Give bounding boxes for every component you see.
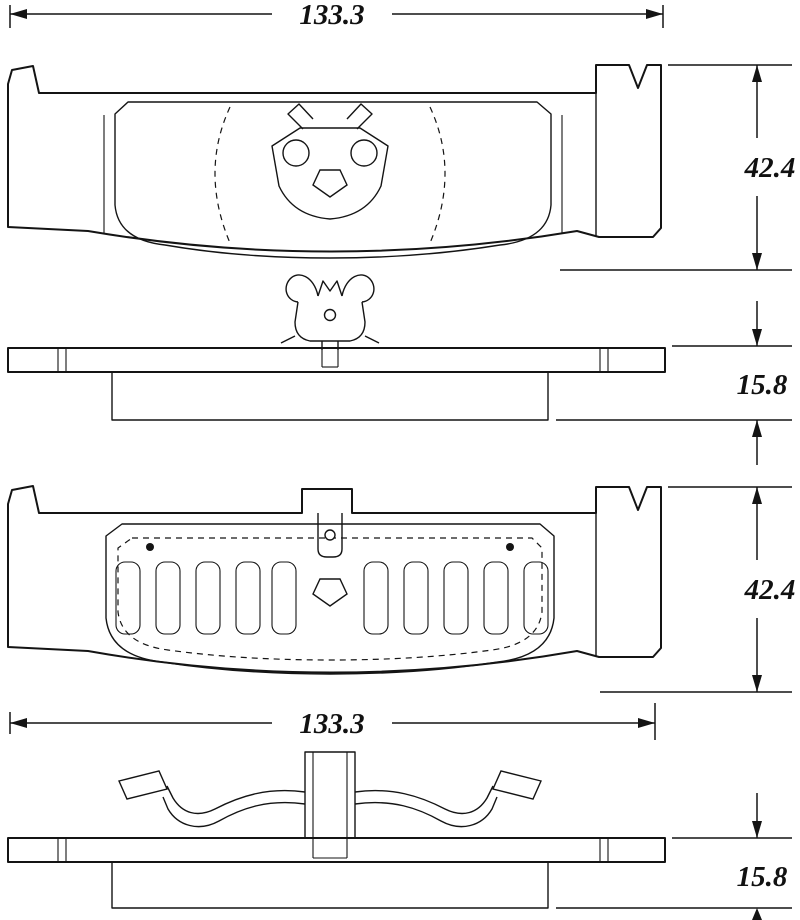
shim-rivet-dot xyxy=(146,543,154,551)
spring-arm-right-lower xyxy=(354,796,498,828)
arrowhead-right-icon xyxy=(638,718,655,728)
clip-hole xyxy=(323,308,337,322)
backing-plate-outline xyxy=(7,64,662,253)
rivet-hole xyxy=(282,139,310,167)
casting-dash-curve-left xyxy=(214,106,231,244)
center-hole xyxy=(312,169,348,198)
arrowhead-up-icon xyxy=(752,487,762,504)
spring-foot-left xyxy=(118,770,168,800)
arrowhead-up-icon xyxy=(752,65,762,82)
bracket-tab-right xyxy=(346,103,373,130)
clip-foot-right xyxy=(364,335,380,344)
shim-dashed-outline xyxy=(117,537,543,661)
backplate-edge xyxy=(7,347,666,373)
arrowhead-down-icon xyxy=(752,329,762,346)
shim-slot xyxy=(403,561,429,635)
arrowhead-right-icon xyxy=(646,9,663,19)
friction-material-edge xyxy=(111,371,549,421)
sensor-bracket-outline xyxy=(271,127,389,220)
width-value: 133.3 xyxy=(299,708,364,740)
rear-height-dimension: 42.4 xyxy=(600,486,796,693)
wear-sensor-clip xyxy=(280,274,380,350)
friction-material-edge xyxy=(111,861,549,909)
arrowhead-down-icon xyxy=(752,253,762,270)
shim-slot xyxy=(483,561,509,635)
center-bracket-outline xyxy=(317,513,343,558)
arrowhead-down-icon xyxy=(752,675,762,692)
clip-curl-left xyxy=(285,274,319,303)
clip-prongs xyxy=(317,280,343,297)
arrowhead-up-icon xyxy=(752,908,762,920)
rear-edge-view xyxy=(7,751,666,909)
bracket-tab-left xyxy=(287,103,314,130)
shim-rivet-dot xyxy=(506,543,514,551)
spring-arm-left-lower xyxy=(162,796,306,828)
arrowhead-left-icon xyxy=(10,9,27,19)
spring-arm-right-upper xyxy=(354,785,494,815)
bottom-width-dimension: 133.3 xyxy=(9,703,656,740)
arrowhead-down-icon xyxy=(752,821,762,838)
top-width-dimension: 133.3 xyxy=(9,0,664,31)
front-edge-view xyxy=(7,347,666,421)
arrowhead-left-icon xyxy=(10,718,27,728)
height-value: 42.4 xyxy=(744,574,796,606)
clip-curl-right xyxy=(341,274,375,303)
arrowhead-up-icon xyxy=(752,420,762,437)
shim-slot xyxy=(235,561,261,635)
shim-slot xyxy=(115,561,141,635)
front-pad-view xyxy=(7,64,662,259)
shim-slot xyxy=(523,561,549,635)
shim-slot xyxy=(271,561,297,635)
casting-dash-curve-right xyxy=(429,106,446,244)
thickness-value: 15.8 xyxy=(737,369,788,401)
clip-body-outline xyxy=(294,301,366,342)
center-hole xyxy=(312,578,348,607)
spring-foot-right xyxy=(492,770,542,800)
front-height-dimension: 42.4 xyxy=(560,64,796,271)
shim-slot xyxy=(363,561,389,635)
friction-surface-outline xyxy=(114,101,552,259)
rivet-hole xyxy=(350,139,378,167)
shim-outline xyxy=(105,523,555,675)
thickness-value: 15.8 xyxy=(737,861,788,893)
shim-slot xyxy=(195,561,221,635)
bracket-hole xyxy=(324,529,336,541)
rear-thickness-dimension: 15.8 xyxy=(556,793,792,920)
clip-foot-left xyxy=(280,335,296,344)
shim-slot xyxy=(443,561,469,635)
front-thickness-dimension: 15.8 xyxy=(556,301,792,465)
width-value: 133.3 xyxy=(299,0,364,31)
shim-slot xyxy=(155,561,181,635)
spring-arm-left-upper xyxy=(166,785,306,815)
height-value: 42.4 xyxy=(744,152,796,184)
rear-pad-view xyxy=(7,485,662,675)
